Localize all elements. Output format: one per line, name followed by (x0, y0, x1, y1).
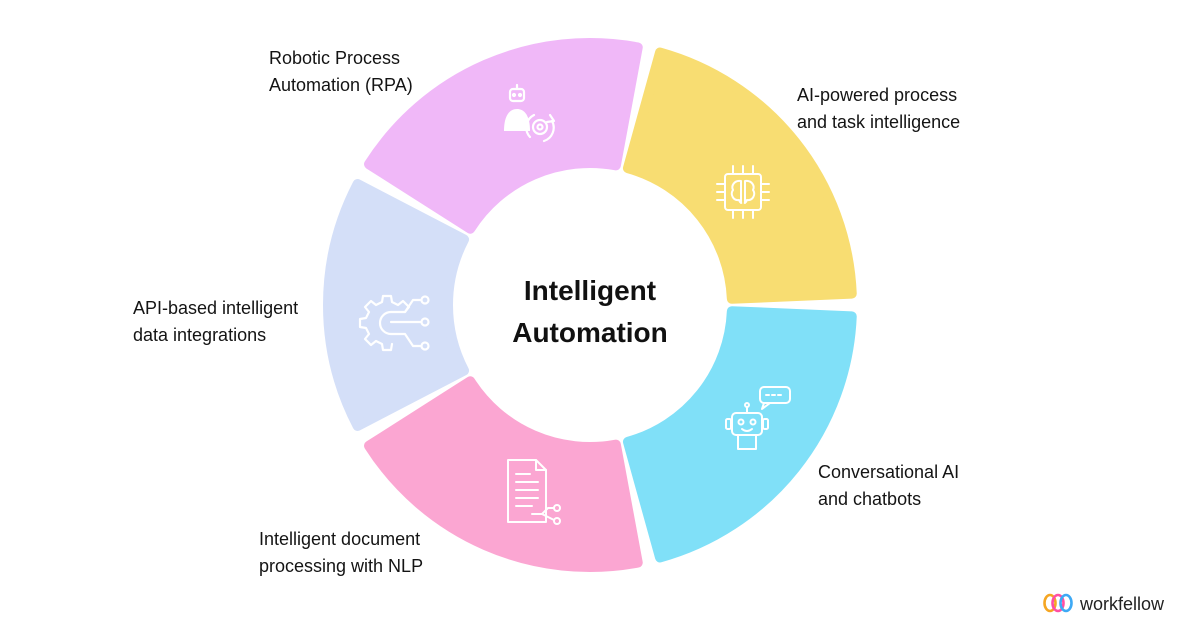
brand: workfellow (1042, 592, 1164, 616)
robot-cycle-icon (504, 83, 556, 143)
gear-integration-icon (358, 294, 430, 352)
center-title: Intelligent Automation (460, 270, 720, 354)
center-title-line1: Intelligent (523, 275, 657, 306)
logo-loop-2 (1059, 593, 1073, 613)
label-idp: Intelligent document processing with NLP (259, 526, 423, 580)
label-api-line2: data integrations (133, 325, 267, 345)
logo-loop-1 (1051, 593, 1065, 613)
chatbot-icon (725, 386, 791, 450)
ring-segment-idp (364, 376, 643, 572)
brand-name: workfellow (1080, 593, 1165, 614)
label-rpa-line1: Robotic Process (269, 48, 401, 68)
center-title-line2: Automation (512, 317, 668, 348)
workfellow-logo-icon (1043, 593, 1073, 613)
document-nlp-icon (507, 459, 561, 525)
label-rpa: Robotic Process Automation (RPA) (269, 45, 413, 99)
label-ai-line2: and task intelligence (797, 112, 961, 132)
brain-chip-icon (716, 165, 770, 219)
label-ai: AI-powered process and task intelligence (797, 82, 960, 136)
label-api-line1: API-based intelligent (133, 298, 299, 318)
label-api: API-based intelligent data integrations (133, 295, 298, 349)
label-chatbot-line2: and chatbots (818, 489, 922, 509)
logo-loop-0 (1043, 593, 1057, 613)
ring-segment-rpa (364, 38, 643, 234)
label-idp-line2: processing with NLP (259, 556, 424, 576)
label-idp-line1: Intelligent document (259, 529, 421, 549)
ring-segment-ai (622, 47, 857, 304)
label-ai-line1: AI-powered process (797, 85, 958, 105)
label-rpa-line2: Automation (RPA) (269, 75, 413, 95)
label-chatbot: Conversational AI and chatbots (818, 459, 959, 513)
label-chatbot-line1: Conversational AI (818, 462, 960, 482)
